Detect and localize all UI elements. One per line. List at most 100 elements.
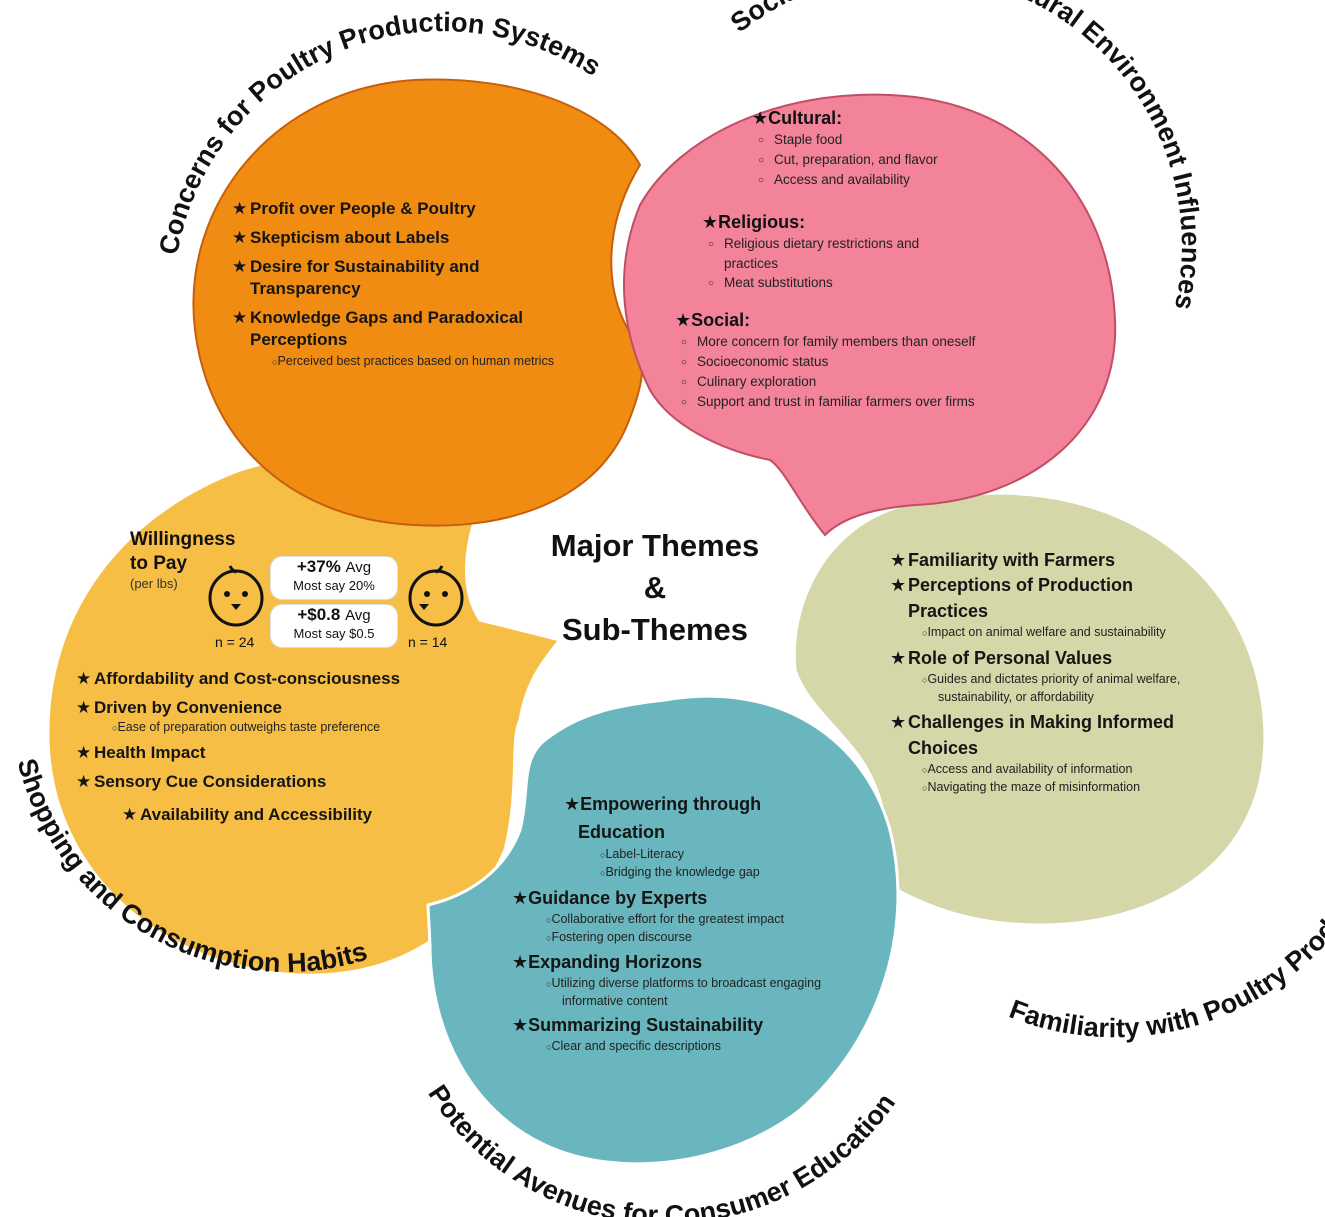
shopping-list: ★Affordability and Cost-consciousness ★D… xyxy=(76,668,516,826)
chick-icon xyxy=(408,565,464,627)
star-icon: ★ xyxy=(512,952,529,972)
circle-bullet-icon: ○ xyxy=(922,765,928,775)
center-title-line-2: & xyxy=(643,570,667,605)
star-icon: ★ xyxy=(232,199,248,218)
familiarity-item: ★Role of Personal Values xyxy=(890,645,1235,671)
education-blob xyxy=(426,694,900,1166)
education-subitem: ○Utilizing diverse platforms to broadcas… xyxy=(546,976,822,1008)
shopping-item: ★Sensory Cue Considerations xyxy=(76,772,327,791)
circle-bullet-icon: ○ xyxy=(758,155,765,166)
shopping-item: ★Health Impact xyxy=(76,743,206,762)
cultural-item: ○Access and availability xyxy=(758,170,1052,190)
cultural-item: ○Cut, preparation, and flavor xyxy=(758,150,1052,170)
star-icon: ★ xyxy=(890,550,907,570)
familiarity-item: ★Challenges in Making Informed Choices xyxy=(890,709,1188,761)
religious-heading: ★Religious: xyxy=(702,212,806,232)
circle-bullet-icon: ○ xyxy=(272,357,278,367)
star-icon: ★ xyxy=(76,743,92,762)
social-blob xyxy=(623,93,1117,537)
circle-bullet-icon: ○ xyxy=(546,933,552,943)
social-social-group: ★Social: ○More concern for family member… xyxy=(675,308,1075,412)
circle-bullet-icon: ○ xyxy=(758,135,765,146)
concerns-item: ★Skepticism about Labels xyxy=(232,228,450,247)
circle-bullet-icon: ○ xyxy=(708,278,715,289)
star-icon: ★ xyxy=(232,228,248,247)
familiarity-list: ★Familiarity with Farmers ★Perceptions o… xyxy=(890,548,1235,797)
circle-bullet-icon: ○ xyxy=(681,397,688,408)
star-icon: ★ xyxy=(890,648,907,668)
star-icon: ★ xyxy=(232,257,248,276)
circle-bullet-icon: ○ xyxy=(922,675,928,685)
familiarity-item: ★Familiarity with Farmers xyxy=(890,550,1116,570)
circle-bullet-icon: ○ xyxy=(681,357,688,368)
education-list: ★Empowering through Education ○Label-Lit… xyxy=(512,790,852,1056)
circle-bullet-icon: ○ xyxy=(546,915,552,925)
n-right: n = 14 xyxy=(408,634,448,650)
education-subitem: ○Clear and specific descriptions xyxy=(546,1039,721,1053)
star-icon: ★ xyxy=(512,888,529,908)
social-item: ○Culinary exploration xyxy=(681,372,1075,392)
star-icon: ★ xyxy=(890,575,907,595)
center-title-line-1: Major Themes xyxy=(550,528,760,563)
familiarity-subitem: ○Impact on animal welfare and sustainabi… xyxy=(922,625,1166,639)
star-icon: ★ xyxy=(564,794,581,814)
star-icon: ★ xyxy=(76,772,92,791)
shopping-item: ★Availability and Accessibility xyxy=(122,805,373,824)
religious-item: ○Meat substitutions xyxy=(708,273,962,293)
shopping-subitem: ○Ease of preparation outweighs taste pre… xyxy=(112,720,381,734)
concerns-item: ★Knowledge Gaps and Paradoxical Percepti… xyxy=(232,308,524,349)
religious-item: ○Religious dietary restrictions and prac… xyxy=(708,236,920,271)
wtp-bubble-percent: +37% Avg Most say 20% xyxy=(270,556,398,600)
circle-bullet-icon: ○ xyxy=(922,628,928,638)
star-icon: ★ xyxy=(512,1015,529,1035)
education-subitem: ○Collaborative effort for the greatest i… xyxy=(546,912,784,926)
education-subitem: ○Fostering open discourse xyxy=(546,930,692,944)
familiarity-subitem: ○Guides and dictates priority of animal … xyxy=(922,672,1181,704)
star-icon: ★ xyxy=(76,698,92,717)
center-title: Major Themes & Sub-Themes xyxy=(520,525,790,651)
circle-bullet-icon: ○ xyxy=(546,979,552,989)
education-item: ★Guidance by Experts xyxy=(512,888,708,908)
education-item: ★Summarizing Sustainability xyxy=(512,1015,764,1035)
familiarity-item: ★Perceptions of Production Practices xyxy=(890,572,1208,624)
n-left: n = 24 xyxy=(215,634,255,650)
cultural-heading: ★Cultural: xyxy=(752,108,843,128)
concerns-item: ★Profit over People & Poultry xyxy=(232,199,476,218)
circle-bullet-icon: ○ xyxy=(600,868,606,878)
star-icon: ★ xyxy=(890,712,907,732)
circle-bullet-icon: ○ xyxy=(922,783,928,793)
concerns-list: ★Profit over People & Poultry ★Skepticis… xyxy=(232,198,582,371)
star-icon: ★ xyxy=(232,308,248,327)
concerns-subitem: ○Perceived best practices based on human… xyxy=(272,354,554,368)
social-religious-group: ★Religious: ○Religious dietary restricti… xyxy=(702,210,962,293)
cultural-item: ○Staple food xyxy=(758,130,1052,150)
circle-bullet-icon: ○ xyxy=(708,239,715,250)
education-item: ★Expanding Horizons xyxy=(512,952,703,972)
familiarity-subitem: ○Access and availability of information xyxy=(922,762,1133,776)
circle-bullet-icon: ○ xyxy=(112,723,118,733)
education-subitem: ○Bridging the knowledge gap xyxy=(600,865,760,879)
star-icon: ★ xyxy=(76,669,92,688)
social-item: ○Socioeconomic status xyxy=(681,352,1075,372)
chick-icon xyxy=(208,565,264,627)
circle-bullet-icon: ○ xyxy=(600,850,606,860)
social-item: ○Support and trust in familiar farmers o… xyxy=(681,392,1075,412)
familiarity-subitem: ○Navigating the maze of misinformation xyxy=(922,780,1141,794)
circle-bullet-icon: ○ xyxy=(681,377,688,388)
circle-bullet-icon: ○ xyxy=(681,337,688,348)
circle-bullet-icon: ○ xyxy=(758,175,765,186)
wtp-label: Willingness to Pay (per lbs) xyxy=(130,529,236,591)
concerns-item: ★Desire for Sustainability and Transpare… xyxy=(232,257,480,298)
star-icon: ★ xyxy=(122,805,138,824)
shopping-item: ★Affordability and Cost-consciousness xyxy=(76,669,401,688)
concerns-blob xyxy=(192,78,644,527)
social-cultural-group: ★Cultural: ○Staple food ○Cut, preparatio… xyxy=(752,106,1052,190)
social-item: ○More concern for family members than on… xyxy=(681,332,1075,352)
social-heading: ★Social: xyxy=(675,310,751,330)
wtp-bubble-dollar: +$0.8 Avg Most say $0.5 xyxy=(270,604,398,648)
education-item: ★Empowering through Education xyxy=(564,794,762,842)
education-subitem: ○Label-Literacy xyxy=(600,847,684,861)
circle-bullet-icon: ○ xyxy=(546,1042,552,1052)
